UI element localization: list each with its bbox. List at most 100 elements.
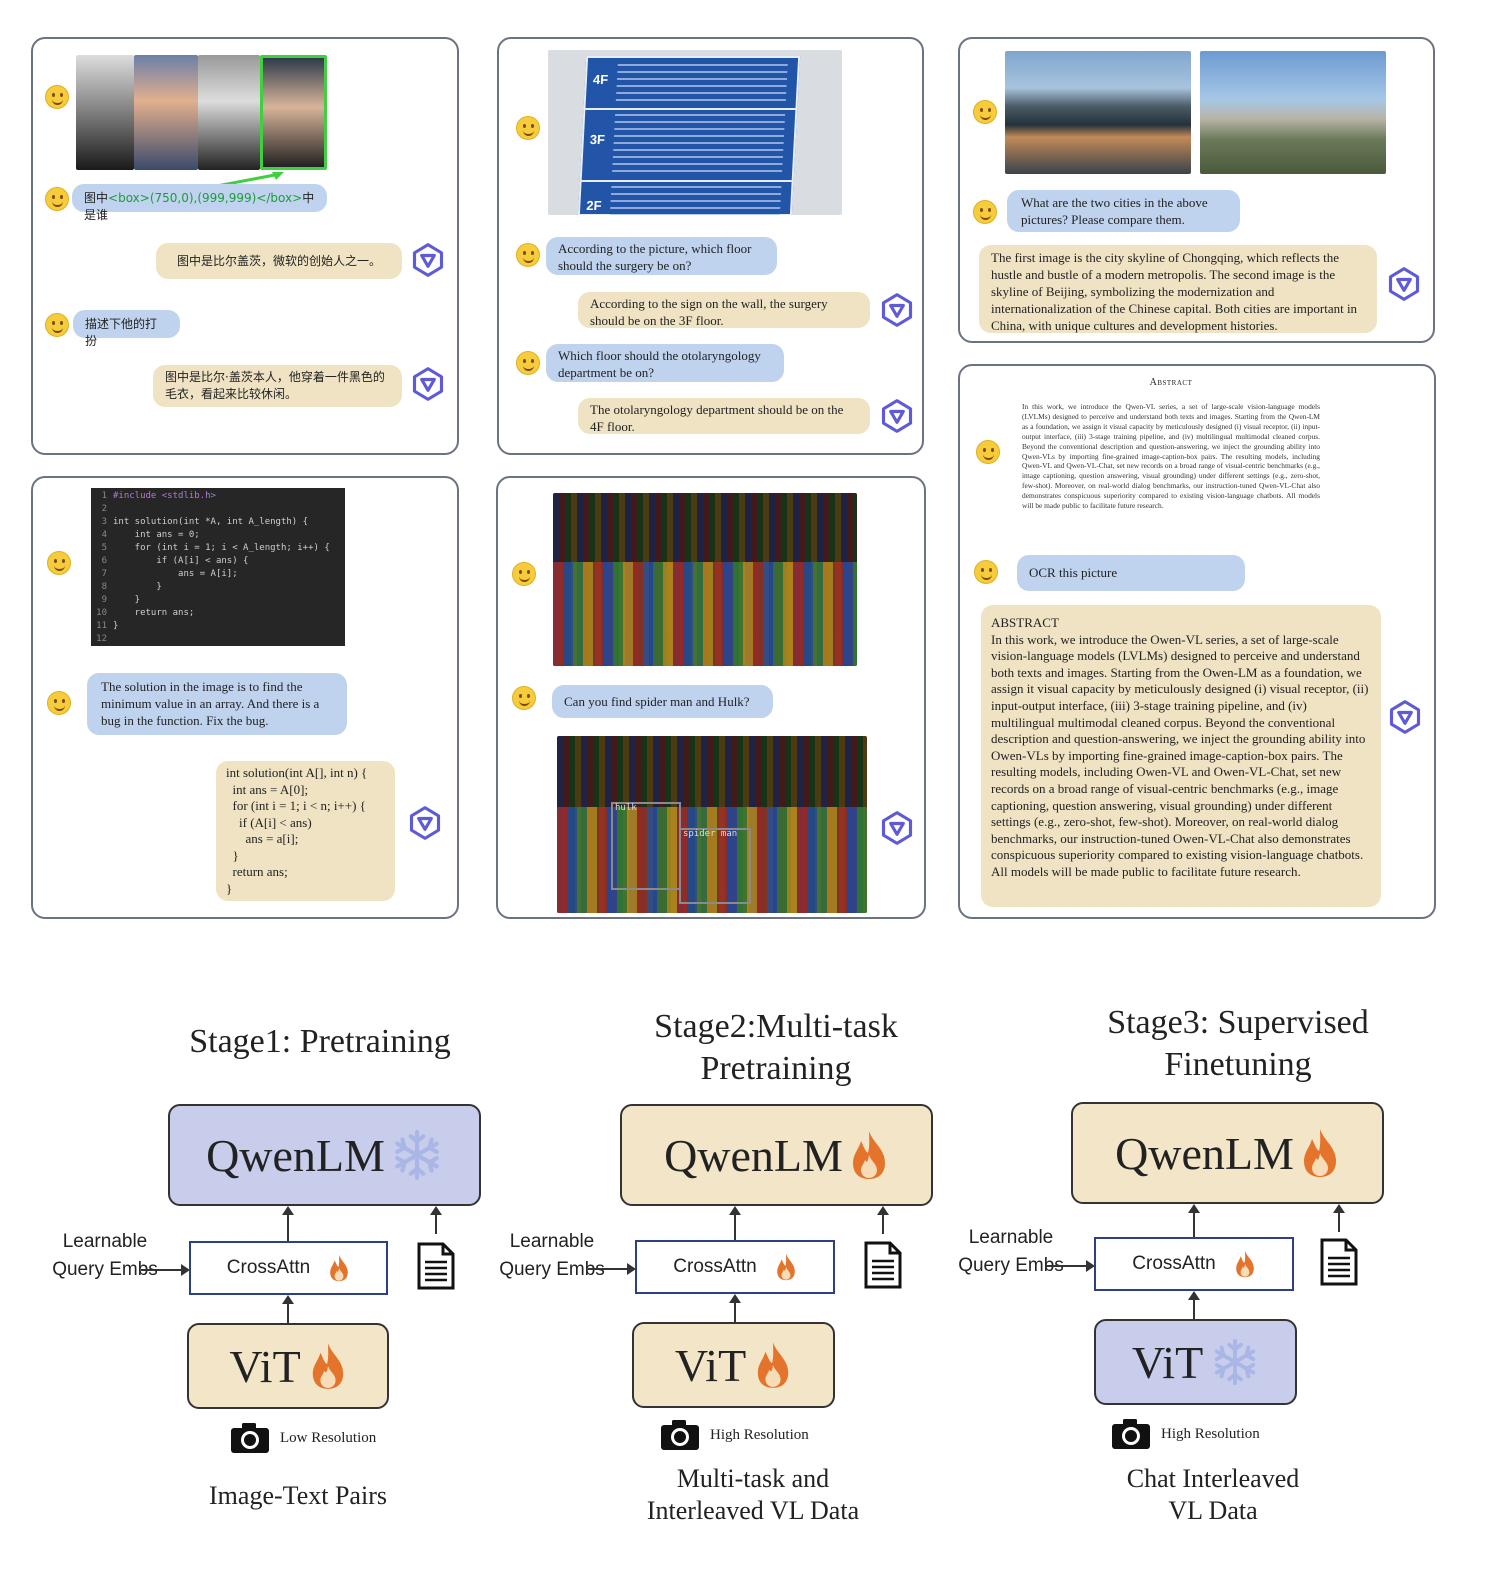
stage3-arrow-query-to-cross	[1046, 1265, 1088, 1267]
assistant-answer-bubble: 图中是比尔·盖茨本人，他穿着一件黑色的毛衣，看起来比较休闲。	[153, 365, 402, 407]
code-line: 4 int ans = 0;	[91, 529, 345, 542]
user-emoji-icon	[512, 686, 536, 710]
spider-man-bounding-box: spider man	[679, 828, 751, 904]
code-line-text: }	[113, 582, 162, 592]
qwen-logo-icon	[410, 366, 446, 402]
code-line-number: 2	[101, 504, 107, 514]
user-emoji-icon	[973, 200, 997, 224]
stage2-qwenlm-label: QwenLM	[664, 1129, 843, 1181]
stage1-resolution-label: Low Resolution	[280, 1429, 377, 1446]
code-line: 1 #include <stdlib.h>	[91, 490, 345, 503]
user-emoji-icon	[47, 551, 71, 575]
code-line: 12	[91, 633, 345, 646]
document-icon	[417, 1242, 455, 1290]
code-line-text: }	[113, 595, 141, 605]
stage1-qwenlm-label: QwenLM	[206, 1129, 385, 1181]
user-question-bubble: OCR this picture	[1017, 555, 1245, 591]
code-line: 2	[91, 503, 345, 516]
code-line: 3 int solution(int *A, int A_length) {	[91, 516, 345, 529]
user-question-bubble: Can you find spider man and Hulk?	[552, 685, 773, 718]
stage3-learnable-query-label: Learnable Query Embs	[958, 1227, 1064, 1276]
stage1-vit-label: ViT	[229, 1340, 301, 1392]
user-emoji-icon	[973, 100, 997, 124]
code-line: 5 for (int i = 1; i < A_length; i++) {	[91, 542, 345, 555]
stage1-title: Stage1: Pretraining	[189, 1023, 451, 1060]
code-line-text: #include <stdlib.h>	[113, 491, 216, 501]
camera-icon	[660, 1419, 700, 1451]
assistant-answer-bubble: According to the sign on the wall, the s…	[578, 292, 870, 328]
answer-code-line: for (int i = 1; i < n; i++) {	[226, 798, 366, 813]
flame-icon	[849, 1129, 889, 1181]
assistant-ocr-answer-bubble: ABSTRACT In this work, we introduce the …	[981, 605, 1381, 907]
stage3-arrow-doc-to-lm	[1338, 1208, 1340, 1232]
flame-icon	[1300, 1127, 1340, 1179]
answer-code-line: }	[226, 880, 233, 896]
answer-code-line: ans = a[i];	[226, 831, 299, 846]
floor-label-2f: 2F	[585, 198, 602, 213]
code-line-number: 8	[101, 582, 107, 592]
user-emoji-icon	[976, 440, 1000, 464]
hospital-floor-sign-photo: 4F 3F 2F	[548, 50, 842, 215]
stage2-arrow-vit-to-cross	[734, 1298, 736, 1322]
qwen-logo-icon	[410, 242, 446, 278]
superheroes-grounded-result-photo: hulk spider man	[557, 736, 867, 913]
code-line-number: 3	[101, 517, 107, 527]
code-line-number: 10	[96, 608, 107, 618]
stage3-crossattn-box: CrossAttn	[1094, 1237, 1294, 1291]
abstract-heading: Abstract	[1149, 377, 1193, 388]
stage1-arrow-vit-to-cross	[287, 1299, 289, 1323]
code-line-text: if (A[i] < ans) {	[113, 556, 249, 566]
stage3-resolution-row: High Resolution	[1111, 1418, 1260, 1450]
stage1-learnable-query-label: Learnable Query Embs	[52, 1231, 158, 1280]
snowflake-icon	[391, 1129, 443, 1181]
answer-code-line: if (A[i] < ans)	[226, 814, 312, 830]
camera-icon	[230, 1422, 270, 1454]
stage1-crossattn-box: CrossAttn	[189, 1241, 388, 1295]
document-icon	[1320, 1238, 1358, 1286]
stage2-vit-label: ViT	[674, 1339, 747, 1391]
user-emoji-icon	[516, 116, 540, 140]
ocr-title: ABSTRACT	[991, 615, 1059, 630]
qwen-logo-icon	[879, 292, 915, 328]
superheroes-poster-photo	[553, 493, 857, 666]
camera-icon	[1111, 1418, 1151, 1450]
flame-icon	[1234, 1249, 1256, 1279]
code-line-number: 9	[101, 595, 107, 605]
stage2-learnable-query-label: Learnable Query Embs	[499, 1231, 605, 1280]
code-line-number: 5	[101, 543, 107, 553]
snowflake-icon	[1211, 1338, 1259, 1386]
stage2-vit-box: ViT	[632, 1322, 835, 1408]
stage2-title: Stage2:Multi-task Pretraining	[654, 1008, 898, 1087]
answer-code-line: int solution(int A[], int n) {	[226, 765, 368, 780]
code-line: 6 if (A[i] < ans) {	[91, 555, 345, 568]
stage3-resolution-label: High Resolution	[1161, 1425, 1260, 1442]
stage1-arrow-query-to-cross	[141, 1269, 183, 1271]
user-question-bubble: Which floor should the otolaryngology de…	[546, 344, 784, 382]
user-question-bubble: 图中<box>(750,0),(999,999)</box>中是谁	[72, 184, 327, 222]
qwen-logo-icon	[879, 810, 915, 846]
flame-icon	[328, 1253, 350, 1283]
stage1-qwenlm-box: QwenLM	[168, 1104, 481, 1206]
stage2-resolution-label: High Resolution	[710, 1426, 809, 1443]
stage3-qwenlm-box: QwenLM	[1071, 1102, 1384, 1204]
floor-label-3f: 3F	[589, 132, 606, 147]
user-question-bubble: According to the picture, which floor sh…	[546, 237, 777, 275]
user-emoji-icon	[516, 243, 540, 267]
qwen-logo-icon	[1386, 266, 1422, 302]
stage3-qwenlm-label: QwenLM	[1115, 1127, 1294, 1179]
stage2-crossattn-label: CrossAttn	[673, 1256, 757, 1277]
stage2-arrow-query-to-cross	[588, 1268, 629, 1270]
stage1-vit-box: ViT	[187, 1323, 389, 1409]
flame-icon	[309, 1341, 347, 1391]
stage2-data-label: Multi-task and Interleaved VL Data	[646, 1464, 860, 1525]
assistant-answer-bubble: The otolaryngology department should be …	[578, 398, 870, 434]
code-line-number: 1	[101, 491, 107, 501]
beijing-skyline-photo	[1200, 51, 1386, 174]
code-line-text: for (int i = 1; i < A_length; i++) {	[113, 543, 330, 553]
code-line-text: int solution(int *A, int A_length) {	[113, 517, 309, 527]
code-line-number: 4	[101, 530, 107, 540]
code-line: 9 }	[91, 594, 345, 607]
stage2-resolution-row: High Resolution	[660, 1419, 809, 1451]
code-screenshot: 1 #include <stdlib.h> 2 3 int solution(int *…	[91, 488, 345, 646]
stage3-arrow-vit-to-cross	[1193, 1295, 1195, 1319]
